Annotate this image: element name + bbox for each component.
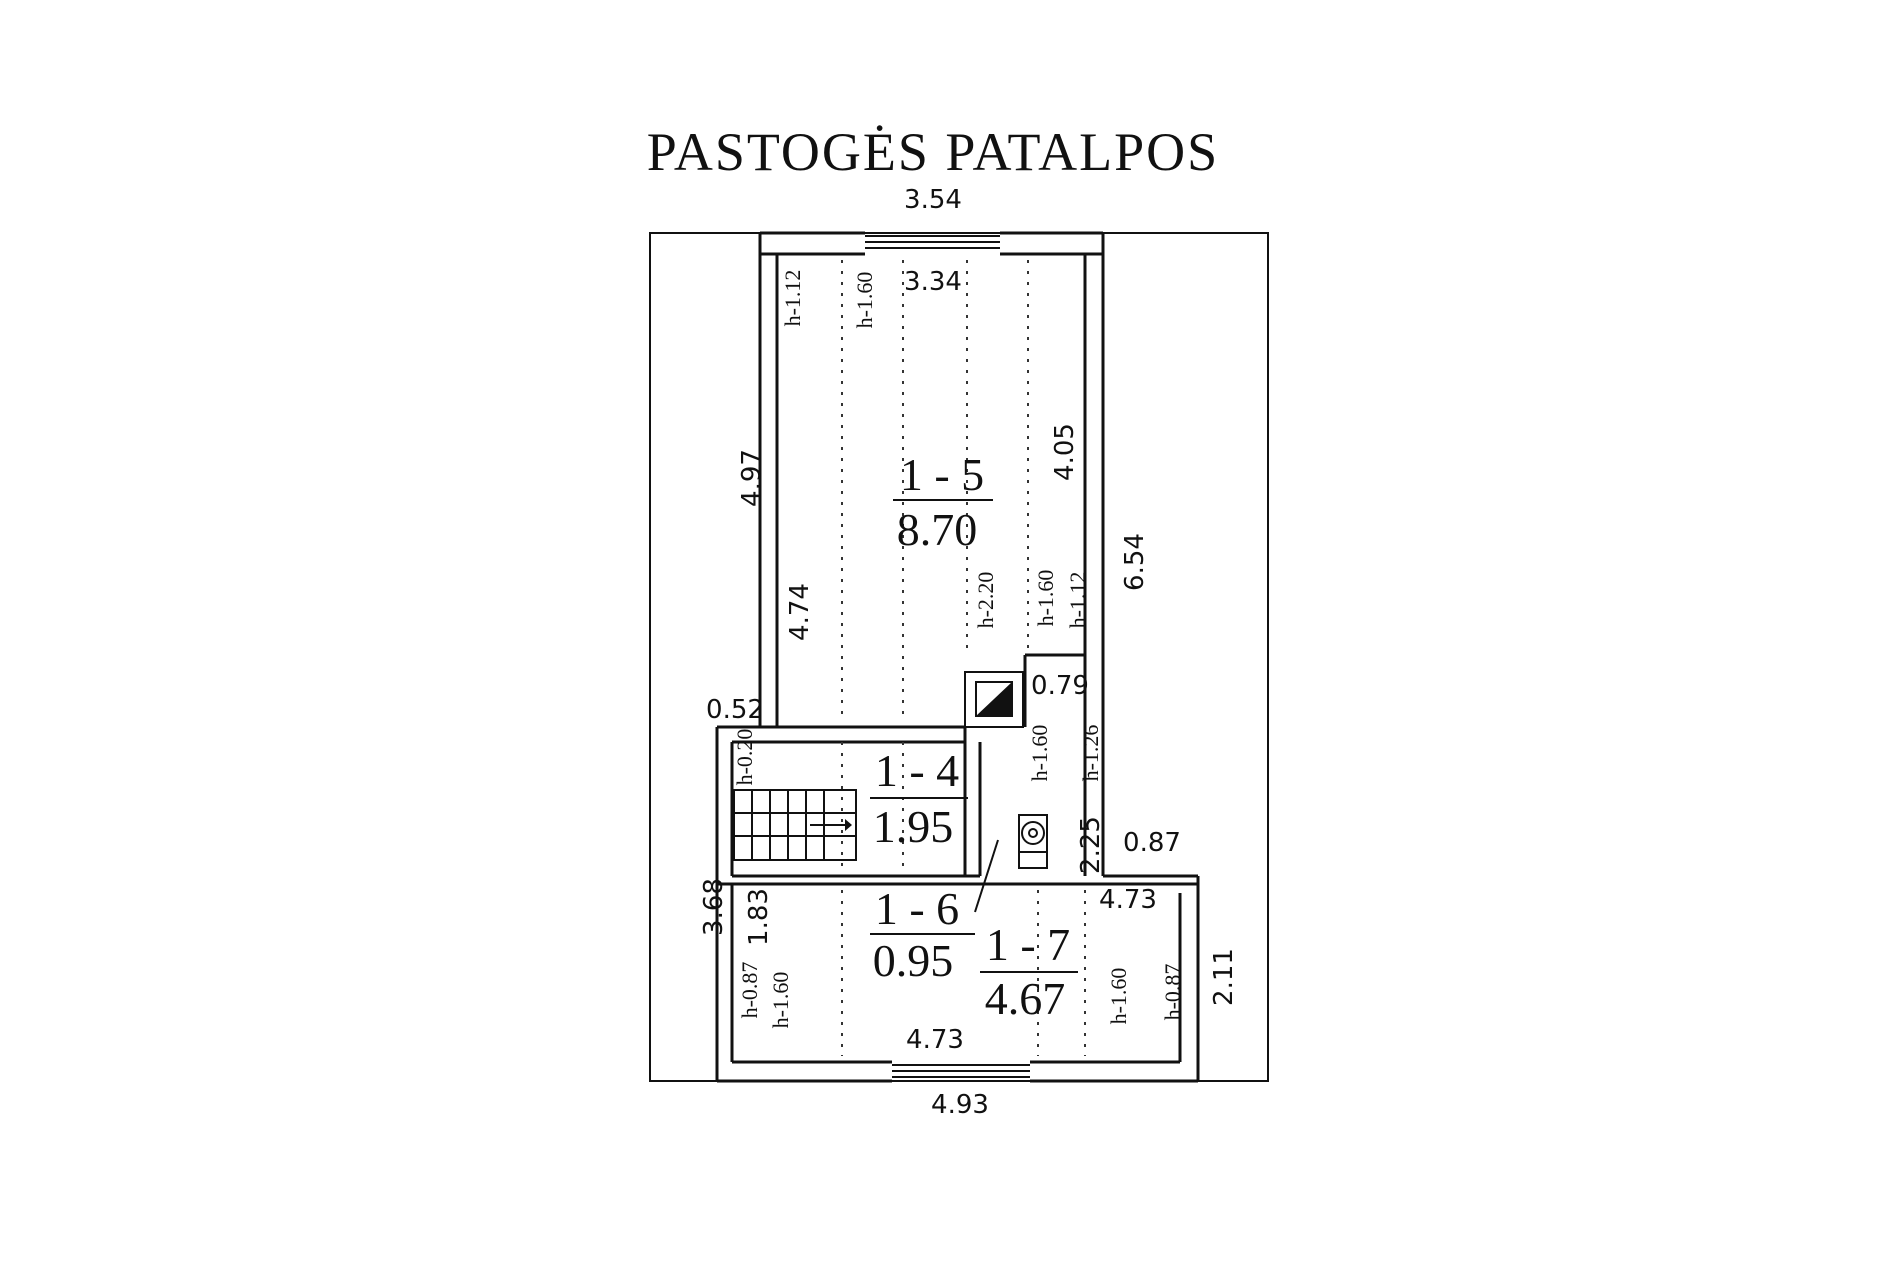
walls <box>715 231 1200 1083</box>
height-label: h-1.60 <box>1033 570 1058 627</box>
room-label-1-5: 1 - 5 8.70 <box>893 449 993 555</box>
room-area: 1.95 <box>873 801 954 852</box>
dim-top-overall: 3.54 <box>904 185 962 215</box>
dim-right-lower: 2.11 <box>1209 948 1239 1006</box>
height-label: h-1.12 <box>1065 572 1090 629</box>
height-label: h-1.60 <box>1106 968 1131 1025</box>
room-label-1-6: 1 - 6 0.95 <box>870 883 975 986</box>
window-top <box>865 235 1000 249</box>
height-label: h-0.20 <box>732 729 757 786</box>
dim-step-052: 0.52 <box>706 695 764 725</box>
dim-bottom-overall: 4.93 <box>931 1090 989 1120</box>
room-number: 1 - 7 <box>986 919 1070 970</box>
room-number: 1 - 6 <box>875 883 959 934</box>
dim-left-lower: 3.68 <box>699 878 729 936</box>
dim-step-087: 0.87 <box>1123 828 1181 858</box>
height-label: h-1.60 <box>1027 725 1052 782</box>
height-label: h-0.87 <box>737 962 762 1019</box>
dim-right-upper: 6.54 <box>1120 533 1150 591</box>
dim-left-upper: 4.97 <box>737 449 767 507</box>
room-label-1-7: 1 - 7 4.67 <box>980 919 1078 1024</box>
room-number: 1 - 4 <box>875 745 959 796</box>
height-label: h-0.87 <box>1160 964 1185 1021</box>
roof-outline <box>649 232 1269 1082</box>
height-label: h-1.26 <box>1078 725 1103 782</box>
stairs-icon <box>733 789 857 861</box>
room-area: 0.95 <box>873 935 954 986</box>
dim-room15-top: 3.34 <box>904 267 962 297</box>
dimensions: 3.54 4.93 3.34 0.52 0.79 0.87 4.73 4.73 … <box>699 185 1239 1120</box>
height-label: h-1.60 <box>768 972 793 1029</box>
room-label-1-4: 1 - 4 1.95 <box>870 745 968 852</box>
dim-room17-left: 1.83 <box>744 888 774 946</box>
dim-bath-225: 2.25 <box>1076 816 1106 874</box>
door-line <box>974 839 999 913</box>
dim-room15-left: 4.74 <box>785 583 815 641</box>
dim-bath-079: 0.79 <box>1031 671 1089 701</box>
dim-room17-bottom: 4.73 <box>906 1025 964 1055</box>
toilet-icon <box>1018 814 1048 869</box>
dim-room15-right: 4.05 <box>1050 423 1080 481</box>
height-labels: h-1.12 h-1.60 h-2.20 h-1.60 h-1.12 h-0.2… <box>732 270 1185 1029</box>
height-label: h-2.20 <box>973 572 998 629</box>
height-label: h-1.12 <box>780 270 805 327</box>
room-area: 4.67 <box>985 973 1066 1024</box>
dim-room17-top: 4.73 <box>1099 885 1157 915</box>
height-label: h-1.60 <box>852 272 877 329</box>
chimney-icon <box>964 671 1024 728</box>
plan-title: PASTOGĖS PATALPOS <box>647 122 1219 182</box>
room-area: 8.70 <box>897 504 978 555</box>
window-bottom <box>892 1064 1030 1078</box>
room-number: 1 - 5 <box>900 449 984 500</box>
